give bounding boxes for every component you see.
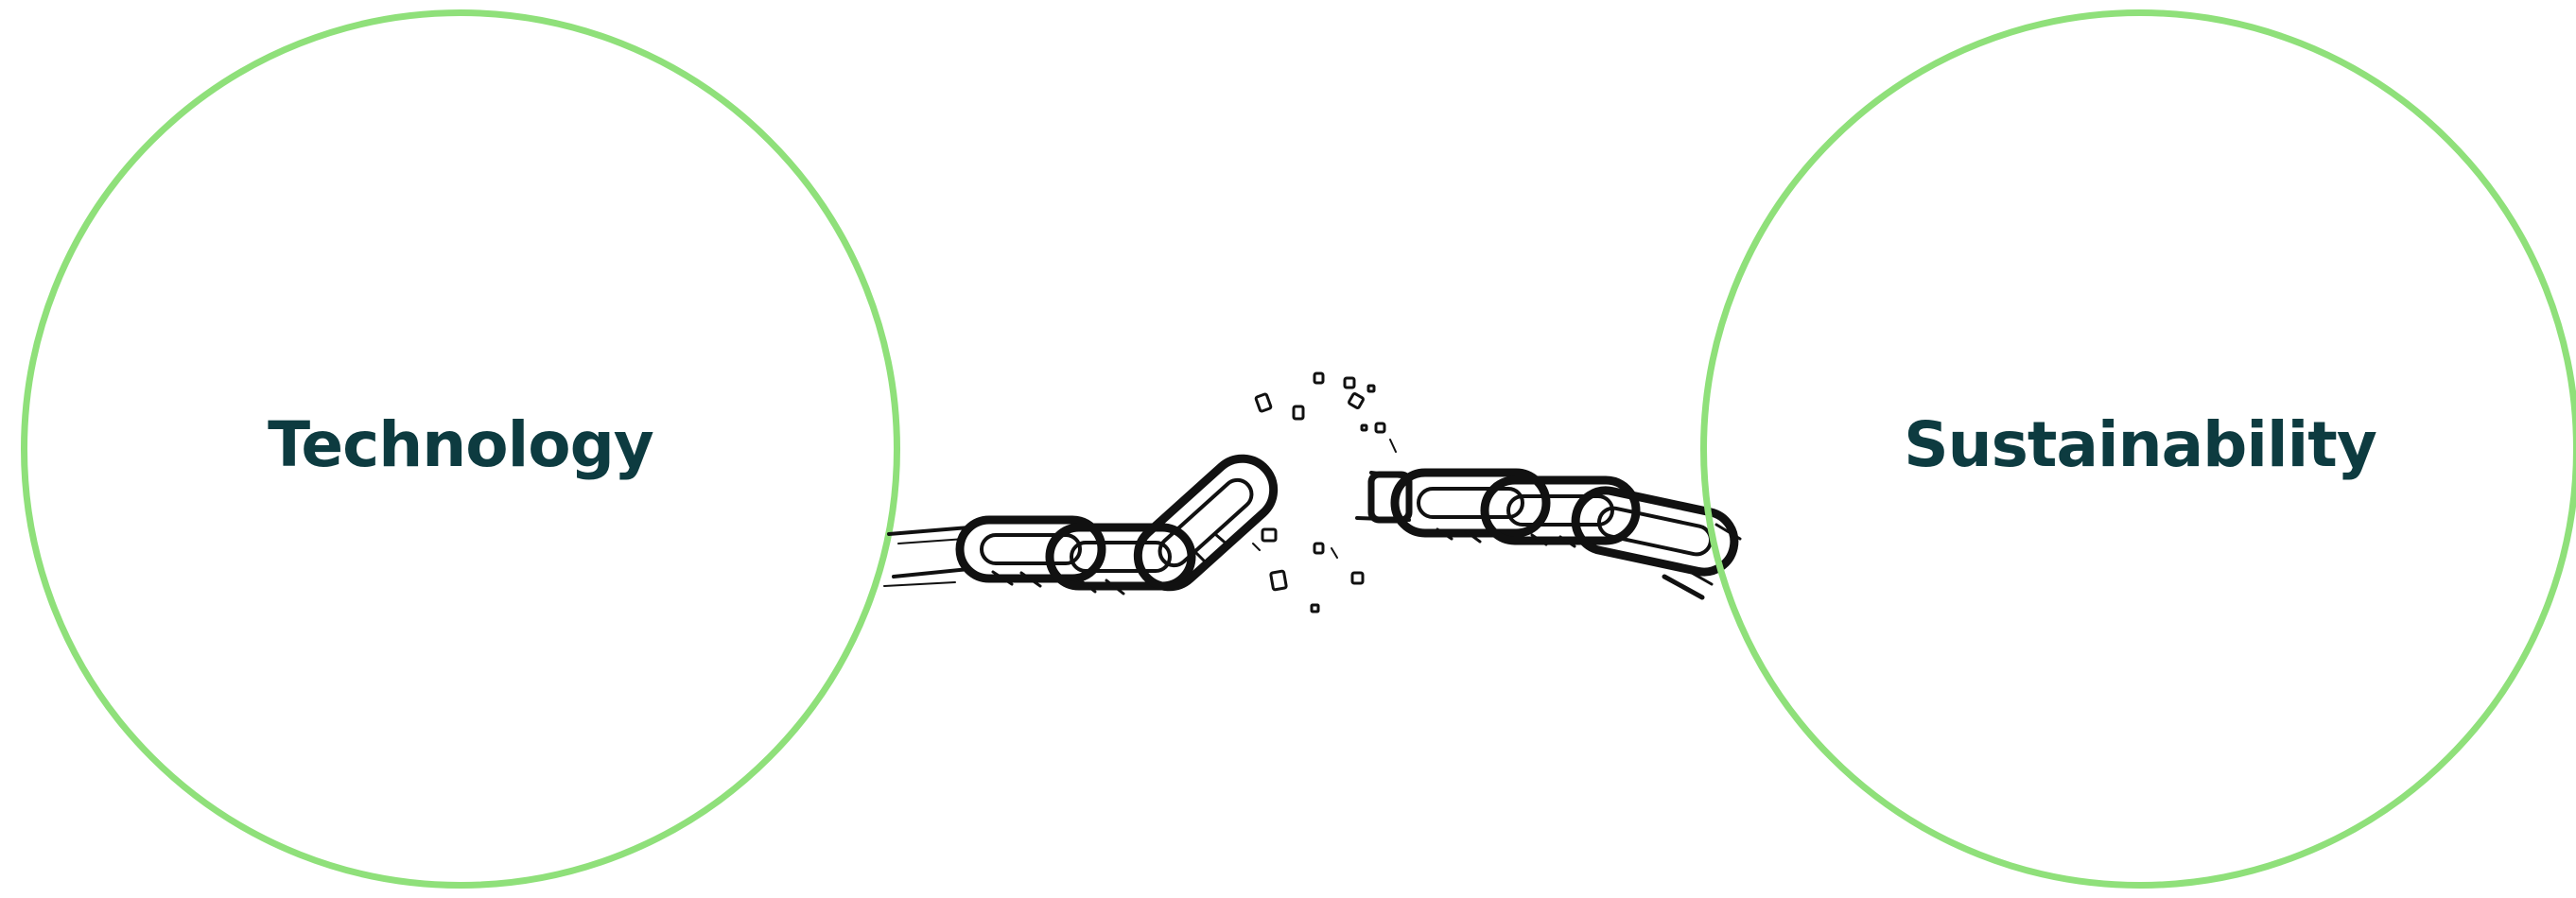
sustainability-label: Sustainability (1904, 408, 2376, 481)
technology-circle: Technology (21, 9, 900, 889)
technology-label: Technology (268, 408, 653, 481)
broken-chain-icon (879, 350, 1749, 633)
sustainability-circle: Sustainability (1700, 9, 2576, 889)
right-chain-segment (1357, 473, 1740, 597)
left-chain-segment (884, 446, 1286, 600)
